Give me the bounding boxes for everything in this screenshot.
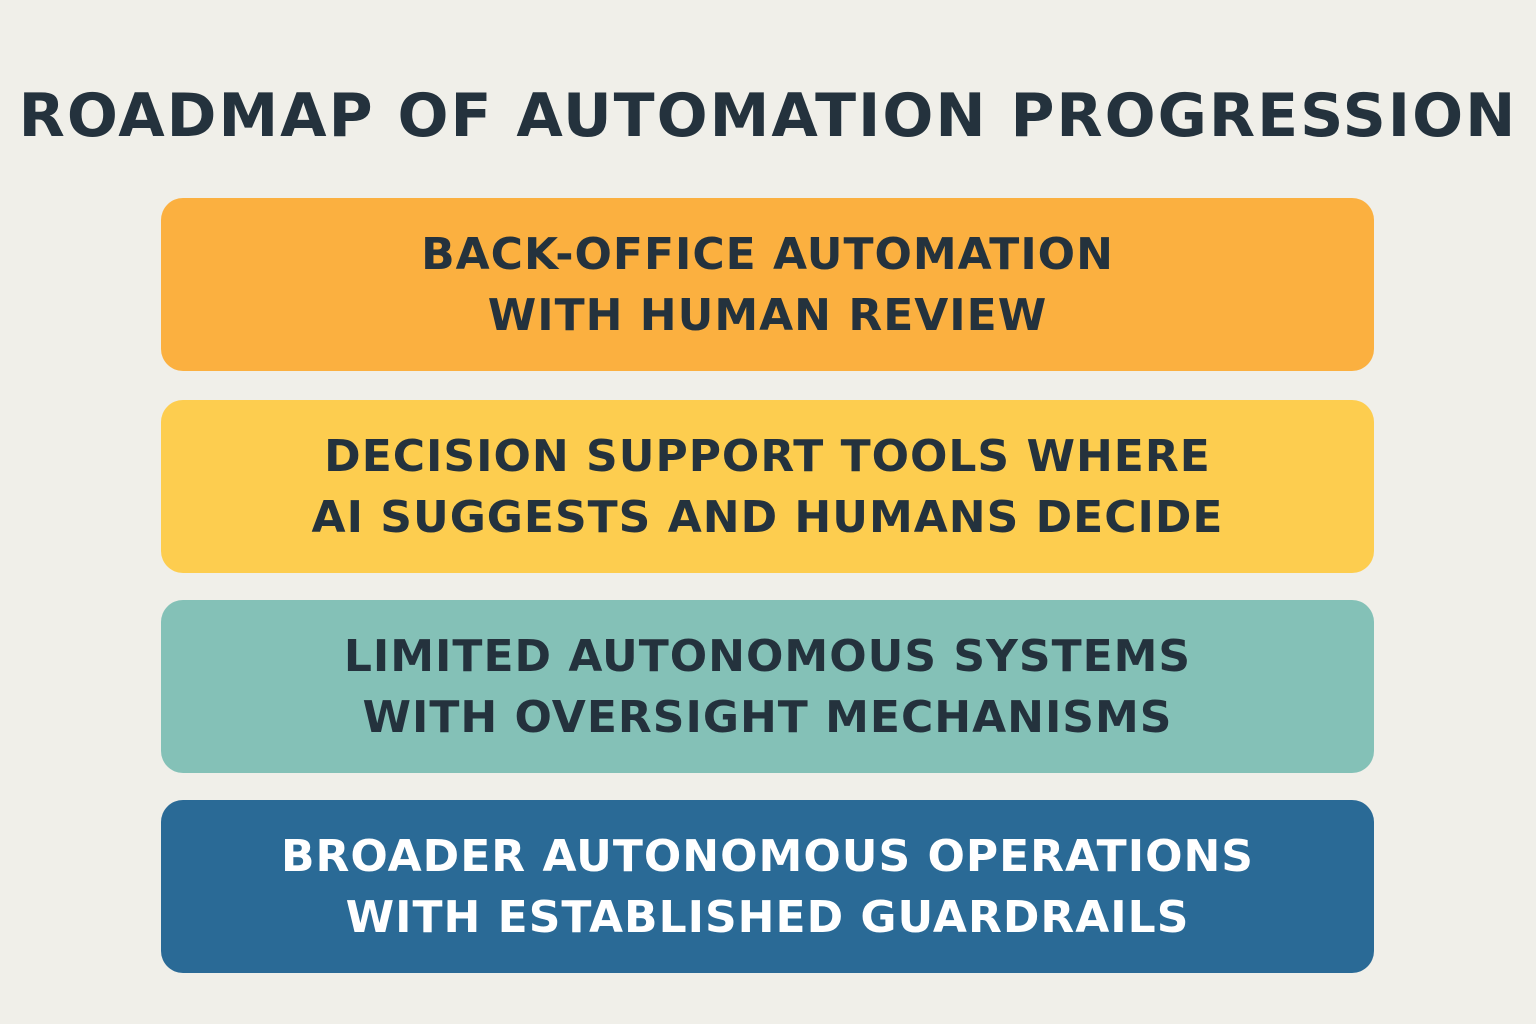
stage-2-line-1: DECISION SUPPORT TOOLS WHERE — [324, 430, 1211, 482]
stage-1-line-2: WITH HUMAN REVIEW — [487, 289, 1048, 341]
stage-3-line-2: WITH OVERSIGHT MECHANISMS — [362, 691, 1173, 743]
stage-4-line-2: WITH ESTABLISHED GUARDRAILS — [345, 891, 1190, 943]
diagram-title: ROADMAP OF AUTOMATION PROGRESSION — [18, 81, 1518, 151]
stage-3-label: LIMITED AUTONOMOUS SYSTEMS WITH OVERSIGH… — [344, 626, 1191, 748]
stage-4-label: BROADER AUTONOMOUS OPERATIONS WITH ESTAB… — [281, 826, 1254, 948]
stage-3-line-1: LIMITED AUTONOMOUS SYSTEMS — [343, 630, 1192, 682]
stage-1-label: BACK-OFFICE AUTOMATION WITH HUMAN REVIEW — [421, 224, 1114, 346]
stage-2-line-2: AI SUGGESTS AND HUMANS DECIDE — [311, 491, 1224, 543]
stage-3-box: LIMITED AUTONOMOUS SYSTEMS WITH OVERSIGH… — [161, 600, 1374, 773]
stage-2-box: DECISION SUPPORT TOOLS WHERE AI SUGGESTS… — [161, 400, 1374, 573]
stage-2-label: DECISION SUPPORT TOOLS WHERE AI SUGGESTS… — [312, 426, 1224, 548]
stage-1-box: BACK-OFFICE AUTOMATION WITH HUMAN REVIEW — [161, 198, 1374, 371]
stage-4-box: BROADER AUTONOMOUS OPERATIONS WITH ESTAB… — [161, 800, 1374, 973]
stage-1-line-1: BACK-OFFICE AUTOMATION — [421, 228, 1114, 280]
stage-4-line-1: BROADER AUTONOMOUS OPERATIONS — [280, 830, 1254, 882]
